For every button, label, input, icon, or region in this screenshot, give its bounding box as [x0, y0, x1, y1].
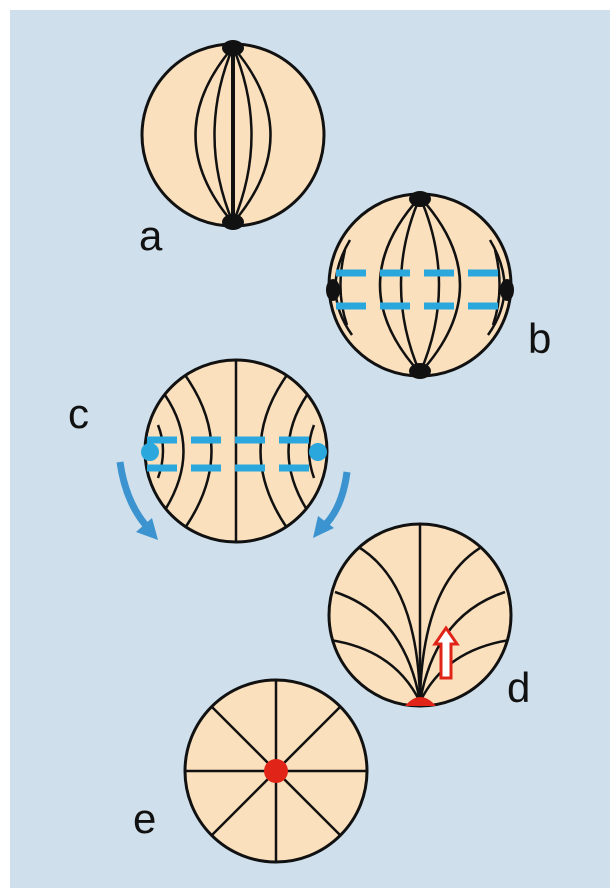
sphere-d — [329, 524, 511, 706]
centrosome-top — [222, 40, 244, 56]
blue-node-right — [309, 443, 327, 461]
label-d: d — [507, 664, 530, 711]
label-a: a — [139, 212, 163, 259]
label-c: c — [68, 390, 89, 437]
centrosome-right — [500, 279, 514, 301]
sphere-c — [120, 360, 347, 542]
centrosome-left — [326, 279, 340, 301]
label-e: e — [133, 795, 156, 842]
blue-node-left — [141, 443, 159, 461]
centrosome-top — [409, 191, 431, 207]
sphere-a — [142, 40, 324, 230]
label-b: b — [528, 315, 551, 362]
rotation-arrow-right — [322, 472, 347, 528]
sphere-e — [185, 680, 367, 862]
sphere-b — [326, 191, 514, 379]
red-center-dot — [264, 759, 288, 783]
centrosome-bottom — [409, 363, 431, 379]
rotation-arrow-left — [120, 462, 150, 530]
centrosome-bottom — [222, 214, 244, 230]
